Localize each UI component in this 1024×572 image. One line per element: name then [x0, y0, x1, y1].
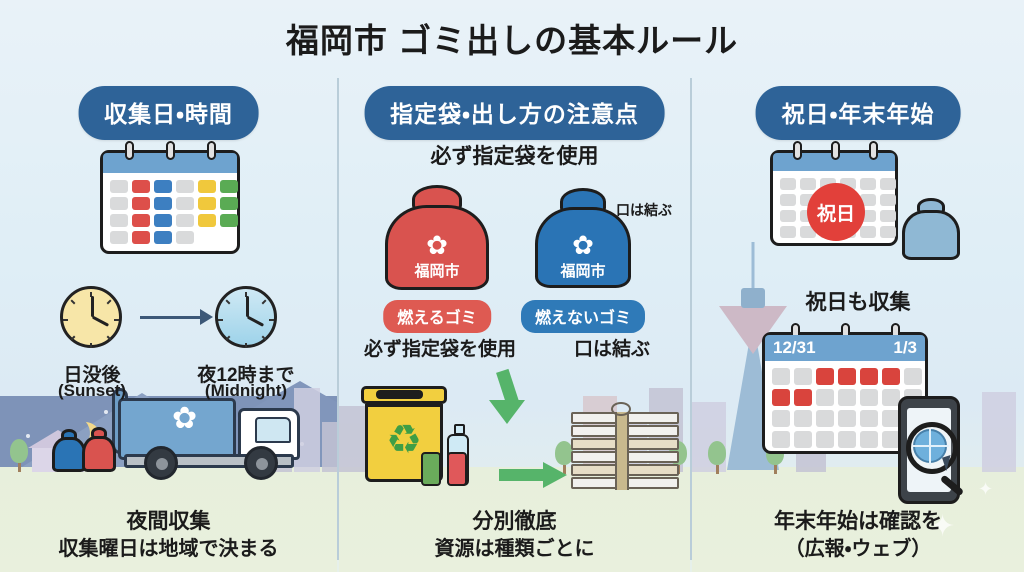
right-arrow-head-icon [200, 309, 213, 325]
sparkle-icon: ✦ [978, 479, 994, 499]
trash-bag-icon [52, 426, 86, 472]
footer-sub-collection: 収集曜日は地域で決まる [58, 538, 279, 560]
blue-bag-icon: ✿ 福岡市 [535, 182, 631, 288]
recycle-symbol-icon: ♻ [386, 418, 422, 463]
footer-sub-yearend: （広報・ウェブ） [784, 538, 932, 560]
newspaper-bundle-icon [571, 402, 679, 490]
night-scene: ✿ [0, 372, 337, 572]
tree-icon [708, 441, 726, 474]
building-icon [982, 392, 1016, 472]
calendar-icon [100, 141, 240, 254]
caption-use-designated-bag: 必ず指定袋を使用 [363, 339, 516, 360]
can-icon [421, 452, 441, 486]
column-header-holiday-yearend: 祝日・年末年始 [755, 86, 961, 140]
year-end-end-label: 1/3 [893, 338, 917, 357]
clock-midnight-icon [215, 286, 277, 348]
caption-tie-the-mouth: 口は結ぶ [573, 339, 650, 360]
column-divider-2 [690, 78, 692, 560]
blue-bag-city-label: 福岡市 [560, 263, 606, 280]
sunset-label-jp: 日没後 [63, 365, 121, 386]
column-divider-1 [337, 78, 339, 560]
sunset-label-en: (Sunset) [58, 381, 126, 400]
ground [692, 467, 1024, 572]
holiday-collection-caption: 祝日も収集 [805, 291, 911, 314]
footer-main-sorting: 分別徹底 [472, 510, 557, 533]
heading-use-designated-bag: 必ず指定袋を使用 [430, 145, 599, 168]
sparkle-icon: ✦ [930, 510, 956, 543]
red-bag-icon: ✿ 福岡市 [385, 178, 489, 290]
holiday-calendar-icon: 祝日 [770, 141, 898, 246]
midnight-label-jp: 夜12時まで [197, 365, 295, 386]
footer-main-yearend: 年末年始は確認を [774, 510, 942, 533]
holiday-badge: 祝日 [807, 183, 865, 241]
column-header-collection-day-time: 収集日・時間 [78, 86, 259, 140]
badge-non-burnable: 燃えないゴミ [520, 300, 646, 333]
footer-sub-sorting: 資源は種類ごとに [434, 538, 595, 560]
can-icon [447, 452, 467, 486]
column-header-designated-bag: 指定袋・出し方の注意点 [364, 86, 665, 140]
fukuoka-emblem-icon: ✿ [172, 402, 198, 435]
fukuoka-emblem-icon: ✿ [426, 230, 448, 260]
tree-icon [10, 439, 28, 472]
ground [0, 467, 337, 572]
green-arrow-icon [499, 462, 577, 488]
midnight-label-en: (Midnight) [204, 381, 288, 400]
star-icon [104, 410, 108, 414]
magnifier-icon [906, 422, 965, 497]
garbage-truck-icon: ✿ [112, 384, 300, 480]
fukuoka-emblem-icon: ✿ [572, 230, 594, 260]
year-end-calendar-icon: 12/31 1/3 [762, 323, 928, 454]
clock-sunset-icon [60, 286, 122, 348]
footer-main-collection: 夜間収集 [126, 510, 211, 533]
badge-burnable: 燃えるゴミ [383, 300, 491, 333]
right-arrow-icon [140, 316, 202, 319]
red-bag-city-label: 福岡市 [414, 263, 460, 280]
column-collection-day-time: ✿ 収集日・時間 [0, 78, 337, 572]
trash-bag-icon [82, 424, 116, 472]
column-holiday-yearend: ✦ ✦ 祝日・年末年始 祝日 祝日も収集 [692, 78, 1024, 572]
trash-bag-icon [902, 194, 960, 260]
building-icon [322, 422, 337, 472]
year-end-start-label: 12/31 [773, 338, 816, 357]
green-arrow-icon [485, 368, 545, 430]
column-designated-bag: 指定袋・出し方の注意点 必ず指定袋を使用 ✿ 福岡市 燃えるゴミ ✿ 福岡市 燃… [339, 78, 690, 572]
page-title: 福岡市 ゴミ出しの基本ルール [285, 22, 739, 59]
note-tie-the-mouth: 口は結ぶ [616, 202, 672, 218]
